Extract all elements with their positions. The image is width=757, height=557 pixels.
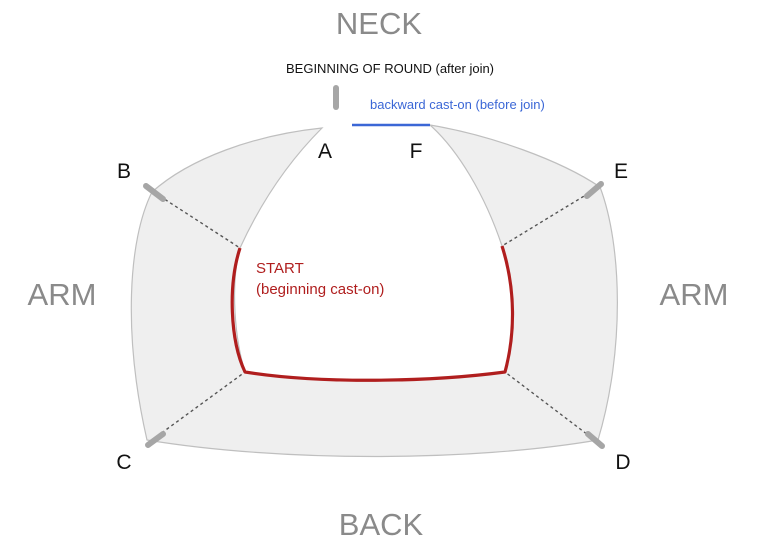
back-label: BACK <box>339 507 424 542</box>
start-label: START <box>256 260 304 277</box>
point-d-label: D <box>615 451 630 474</box>
point-a-label: A <box>318 140 332 163</box>
point-e-label: E <box>614 160 628 183</box>
beginning-cast-on-label: (beginning cast-on) <box>256 281 384 298</box>
point-c-label: C <box>116 451 131 474</box>
marker-b <box>143 183 166 202</box>
point-f-label: F <box>410 140 423 163</box>
seam-line-c <box>151 371 246 441</box>
arm-right-label: ARM <box>660 277 729 312</box>
start-cast-on-line <box>230 245 515 382</box>
marker-c <box>145 431 166 448</box>
backward-cast-on-label: backward cast-on (before join) <box>370 97 545 112</box>
beginning-of-round-label: BEGINNING OF ROUND (after join) <box>286 61 494 76</box>
marker-e <box>584 181 604 199</box>
seam-line-d <box>504 371 597 442</box>
point-b-label: B <box>117 160 131 183</box>
arm-left-label: ARM <box>28 277 97 312</box>
neck-label: NECK <box>336 6 422 41</box>
seam-line-b <box>154 192 241 249</box>
marker-d <box>585 431 605 449</box>
